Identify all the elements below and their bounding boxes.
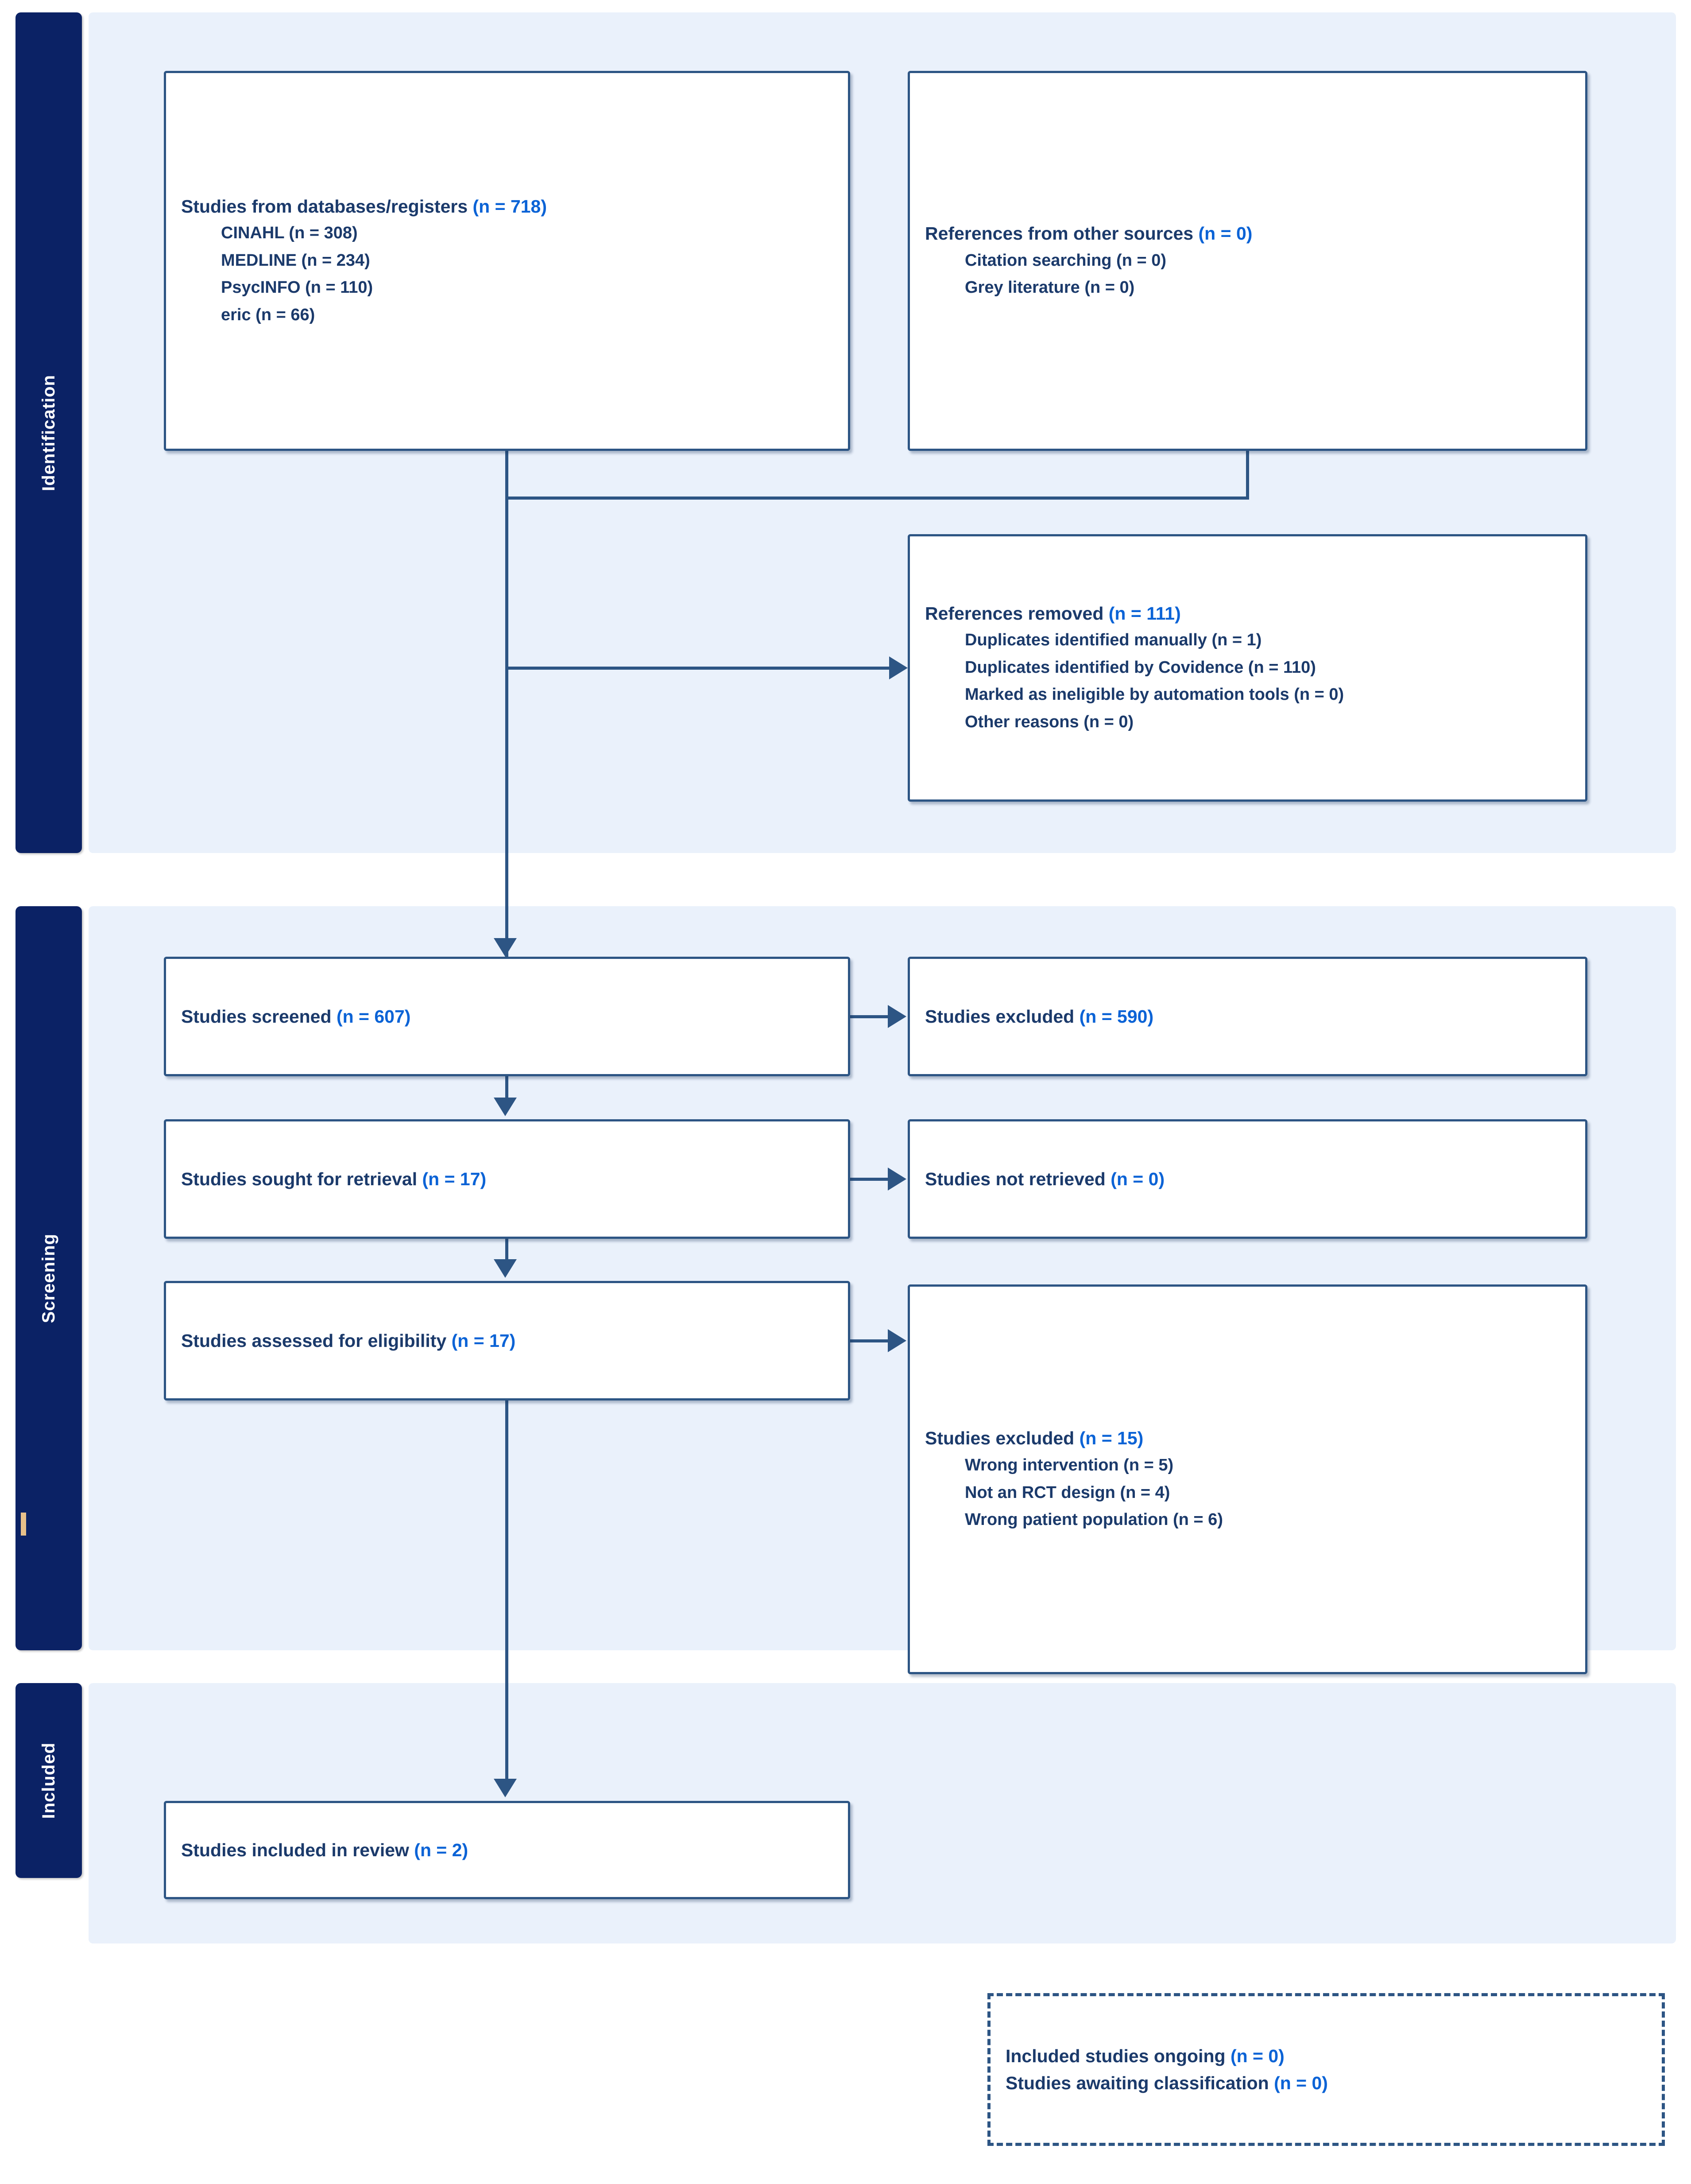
box-included-heading: Studies included in review (n = 2): [181, 1837, 833, 1864]
box-excluded2-item-1: Not an RCT design (n = 4): [965, 1483, 1170, 1502]
box-othersources-heading: References from other sources (n = 0): [925, 220, 1570, 247]
connector-sought-to-assessed: [505, 1239, 508, 1262]
box-databases-item-2: PsycINFO (n = 110): [221, 278, 373, 297]
box-othersources-heading-count: (n = 0): [1198, 223, 1253, 244]
box-assessed-heading-count: (n = 17): [451, 1330, 516, 1351]
box-removed-item-1: Duplicates identified by Covidence (n = …: [965, 658, 1316, 677]
box-databases-heading-text: Studies from databases/registers: [181, 196, 473, 217]
arrow-screened-to-sought: [494, 1098, 517, 1116]
box-notretrieved-heading: Studies not retrieved (n = 0): [925, 1166, 1570, 1193]
box-included-heading-count: (n = 2): [414, 1839, 468, 1860]
box-screened-heading-count: (n = 607): [336, 1006, 411, 1027]
box-databases-item-1: MEDLINE (n = 234): [221, 251, 370, 270]
box-removed-item-3: Other reasons (n = 0): [965, 712, 1134, 731]
box-studies-sought-for-retrieval: Studies sought for retrieval (n = 17): [164, 1119, 850, 1239]
stage-label-screening-text: Screening: [39, 1233, 58, 1323]
box-ongoing-line2-text: Studies awaiting classification: [1006, 2072, 1274, 2093]
arrow-assessed-to-excluded: [888, 1329, 906, 1352]
stage-label-identification-text: Identification: [39, 374, 58, 491]
connector-assessed-to-included: [505, 1400, 508, 1781]
box-othersources-item-1: Grey literature (n = 0): [965, 278, 1135, 297]
connector-sought-to-notretrieved: [850, 1178, 894, 1181]
connector-othersources-down: [1246, 451, 1249, 500]
box-removed-heading: References removed (n = 111): [925, 600, 1570, 627]
stage-label-screening: Screening: [15, 906, 82, 1650]
box-studies-screened: Studies screened (n = 607): [164, 957, 850, 1076]
box-excluded2-heading-count: (n = 15): [1079, 1428, 1144, 1449]
box-studies-excluded-eligibility: Studies excluded (n = 15) Wrong interven…: [908, 1284, 1587, 1674]
box-excluded2-heading: Studies excluded (n = 15): [925, 1425, 1570, 1452]
box-excluded2-item-0: Wrong intervention (n = 5): [965, 1456, 1174, 1475]
box-othersources-heading-text: References from other sources: [925, 223, 1199, 244]
box-references-removed: References removed (n = 111) Duplicates …: [908, 534, 1587, 802]
stage-label-included: Included: [15, 1683, 82, 1878]
box-excluded1-heading-count: (n = 590): [1079, 1006, 1154, 1027]
box-notretrieved-heading-text: Studies not retrieved: [925, 1168, 1111, 1189]
box-references-from-other-sources: References from other sources (n = 0) Ci…: [908, 71, 1587, 451]
box-removed-item-2: Marked as ineligible by automation tools…: [965, 685, 1344, 704]
box-othersources-item-0: Citation searching (n = 0): [965, 251, 1167, 270]
connector-to-references-removed: [505, 667, 895, 670]
box-screened-heading: Studies screened (n = 607): [181, 1003, 833, 1030]
stage-label-included-text: Included: [39, 1742, 58, 1819]
box-studies-included-in-review: Studies included in review (n = 2): [164, 1801, 850, 1899]
arrow-sought-to-notretrieved: [888, 1168, 906, 1191]
box-assessed-heading: Studies assessed for eligibility (n = 17…: [181, 1327, 833, 1354]
box-ongoing-line2-count: (n = 0): [1274, 2072, 1328, 2093]
box-assessed-heading-text: Studies assessed for eligibility: [181, 1330, 452, 1351]
arrow-screened-to-excluded: [888, 1005, 906, 1028]
box-databases-heading-count: (n = 718): [472, 196, 547, 217]
connector-assessed-to-excluded: [850, 1339, 894, 1342]
box-included-heading-text: Studies included in review: [181, 1839, 414, 1860]
box-excluded1-heading-text: Studies excluded: [925, 1006, 1080, 1027]
box-removed-heading-text: References removed: [925, 603, 1109, 624]
box-studies-excluded-screening: Studies excluded (n = 590): [908, 957, 1587, 1076]
box-studies-from-databases: Studies from databases/registers (n = 71…: [164, 71, 850, 451]
box-sought-heading-count: (n = 17): [422, 1168, 487, 1189]
box-excluded1-heading: Studies excluded (n = 590): [925, 1003, 1570, 1030]
stage-label-identification: Identification: [15, 12, 82, 853]
box-databases-item-3: eric (n = 66): [221, 305, 315, 324]
box-screened-heading-text: Studies screened: [181, 1006, 337, 1027]
connector-databases-down: [505, 451, 508, 500]
box-ongoing-and-awaiting-classification: Included studies ongoing (n = 0) Studies…: [987, 1993, 1665, 2146]
connector-identification-main-vertical: [505, 497, 508, 989]
box-ongoing-line1-text: Included studies ongoing: [1006, 2045, 1231, 2066]
box-studies-assessed-for-eligibility: Studies assessed for eligibility (n = 17…: [164, 1281, 850, 1400]
box-databases-item-0: CINAHL (n = 308): [221, 224, 358, 243]
box-sought-heading-text: Studies sought for retrieval: [181, 1168, 422, 1189]
box-removed-item-0: Duplicates identified manually (n = 1): [965, 631, 1262, 650]
box-excluded2-item-2: Wrong patient population (n = 6): [965, 1510, 1223, 1529]
connector-screened-to-excluded: [850, 1015, 894, 1018]
screening-tick-marker: [21, 1513, 26, 1536]
box-ongoing-line1-count: (n = 0): [1230, 2045, 1285, 2066]
box-ongoing-line1: Included studies ongoing (n = 0): [1006, 2043, 1647, 2070]
arrow-to-studies-screened: [494, 938, 517, 957]
box-studies-not-retrieved: Studies not retrieved (n = 0): [908, 1119, 1587, 1239]
arrow-assessed-to-included: [494, 1779, 517, 1797]
arrow-sought-to-assessed: [494, 1259, 517, 1278]
box-excluded2-heading-text: Studies excluded: [925, 1428, 1080, 1449]
connector-identification-merge: [505, 497, 1249, 500]
box-removed-heading-count: (n = 111): [1108, 603, 1181, 624]
box-sought-heading: Studies sought for retrieval (n = 17): [181, 1166, 833, 1193]
box-notretrieved-heading-count: (n = 0): [1111, 1168, 1165, 1189]
connector-screened-to-sought: [505, 1076, 508, 1101]
arrow-to-references-removed: [889, 656, 908, 679]
box-databases-heading: Studies from databases/registers (n = 71…: [181, 193, 833, 220]
box-ongoing-line2: Studies awaiting classification (n = 0): [1006, 2070, 1647, 2097]
